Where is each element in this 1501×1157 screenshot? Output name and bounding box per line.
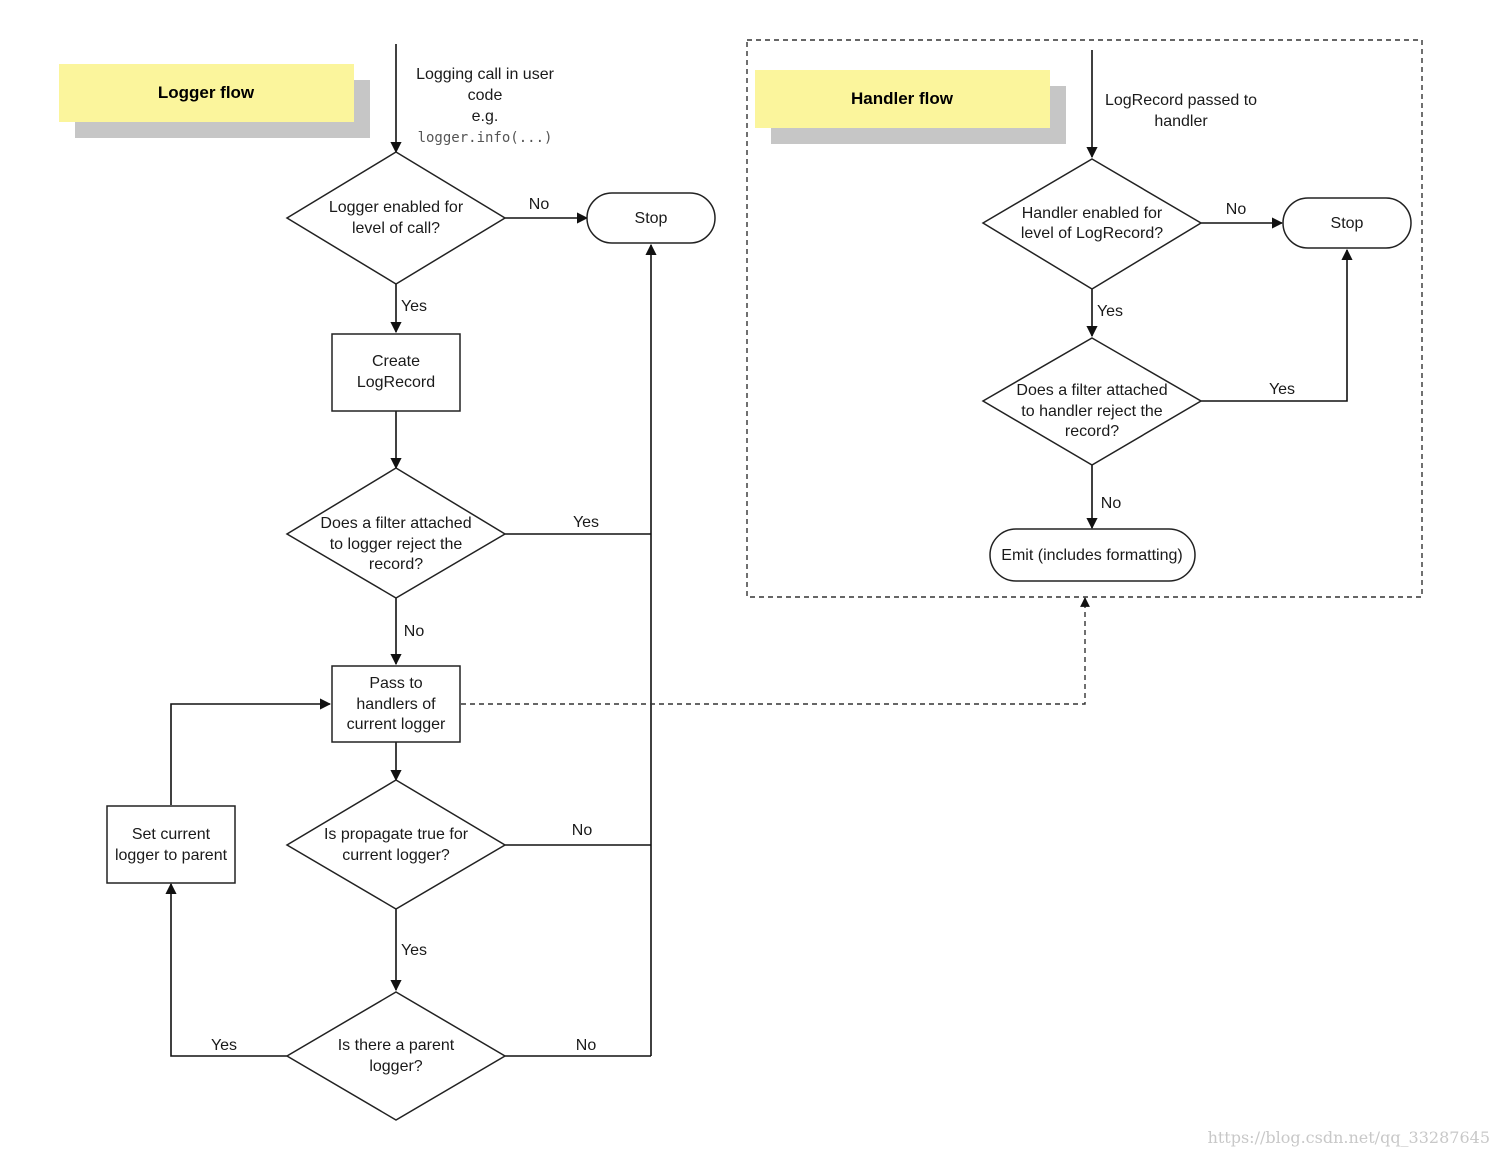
connector-handler-filter-yes	[1201, 248, 1353, 402]
label-parent-no: No	[576, 1037, 597, 1054]
logger-entry-text: Logging call in user code e.g. logger.in…	[416, 66, 555, 146]
decision-logger-enabled-line: Logger enabled for	[329, 199, 464, 216]
process-set-parent-line: logger to parent	[115, 847, 228, 864]
decision-handler-filter: Does a filter attached to handler reject…	[981, 337, 1203, 466]
handler-entry-line: handler	[1154, 113, 1208, 130]
connector-set-to-pass	[170, 698, 332, 805]
decision-logger-filter-line: Does a filter attached	[320, 515, 471, 532]
label-propagate-yes: Yes	[401, 942, 427, 959]
watermark-url: https://blog.csdn.net/qq_33287645	[1208, 1128, 1490, 1147]
decision-parent-logger: Is there a parent logger?	[285, 991, 507, 1121]
handler-entry-text: LogRecord passed to handler	[1105, 92, 1257, 130]
handler-emit-label: Emit (includes formatting)	[1001, 547, 1182, 564]
logger-flow-title-box: Logger flow	[59, 64, 370, 138]
logger-entry-code: logger.info(...)	[418, 130, 553, 146]
logger-stop-label: Stop	[635, 210, 668, 227]
label-logger-enabled-yes: Yes	[401, 298, 427, 315]
decision-logger-filter-line: to logger reject the	[330, 536, 463, 553]
decision-handler-filter-line: record?	[1065, 423, 1119, 440]
logger-flow-title: Logger flow	[158, 83, 255, 102]
logger-entry-line: Logging call in user	[416, 66, 555, 83]
handler-flow-boundary	[746, 39, 1423, 598]
decision-handler-filter-line: to handler reject the	[1021, 403, 1163, 420]
decision-propagate-line: Is propagate true for	[324, 826, 469, 843]
process-pass-to-handlers-line: Pass to	[369, 675, 422, 692]
decision-logger-filter: Does a filter attached to logger reject …	[285, 467, 507, 599]
decision-logger-enabled-line: level of call?	[352, 220, 440, 237]
label-propagate-no: No	[572, 822, 593, 839]
decision-parent-logger-line: logger?	[369, 1058, 422, 1075]
process-set-parent-line: Set current	[132, 826, 211, 843]
process-pass-to-handlers: Pass to handlers of current logger	[331, 665, 461, 743]
label-logger-enabled-no: No	[529, 196, 550, 213]
decision-handler-enabled-line: Handler enabled for	[1022, 205, 1163, 222]
decision-logger-enabled: Logger enabled for level of call?	[285, 151, 507, 285]
process-create-logrecord: Create LogRecord	[331, 333, 461, 412]
connector-parent-yes-to-set	[165, 882, 287, 1057]
decision-parent-logger-line: Is there a parent	[338, 1037, 455, 1054]
process-create-logrecord-line: LogRecord	[357, 374, 435, 391]
handler-stop-terminal: Stop	[1282, 197, 1412, 249]
logger-entry-line: e.g.	[472, 108, 499, 125]
handler-entry-line: LogRecord passed to	[1105, 92, 1257, 109]
logger-entry-line: code	[468, 87, 503, 104]
logger-stop-terminal: Stop	[586, 192, 716, 244]
decision-propagate-line: current logger?	[342, 847, 450, 864]
process-pass-to-handlers-line: current logger	[347, 716, 446, 733]
label-logger-filter-yes: Yes	[573, 514, 599, 531]
handler-emit-terminal: Emit (includes formatting)	[989, 528, 1196, 582]
label-handler-enabled-yes: Yes	[1097, 303, 1123, 320]
handler-stop-label: Stop	[1331, 215, 1364, 232]
label-handler-filter-no: No	[1101, 495, 1122, 512]
label-handler-filter-yes: Yes	[1269, 381, 1295, 398]
decision-propagate: Is propagate true for current logger?	[285, 779, 507, 910]
label-parent-yes: Yes	[211, 1037, 237, 1054]
decision-handler-filter-line: Does a filter attached	[1016, 382, 1167, 399]
connector-pass-to-handler-flow	[461, 597, 1090, 705]
handler-flow-title: Handler flow	[851, 89, 954, 108]
decision-logger-filter-line: record?	[369, 556, 423, 573]
label-handler-enabled-no: No	[1226, 201, 1247, 218]
handler-flow-title-box: Handler flow	[755, 70, 1066, 144]
decision-handler-enabled-line: level of LogRecord?	[1021, 225, 1163, 242]
process-pass-to-handlers-line: handlers of	[356, 696, 436, 713]
decision-handler-enabled: Handler enabled for level of LogRecord?	[981, 158, 1203, 290]
label-logger-filter-no: No	[404, 623, 425, 640]
process-set-parent: Set current logger to parent	[106, 805, 236, 884]
process-create-logrecord-line: Create	[372, 353, 420, 370]
